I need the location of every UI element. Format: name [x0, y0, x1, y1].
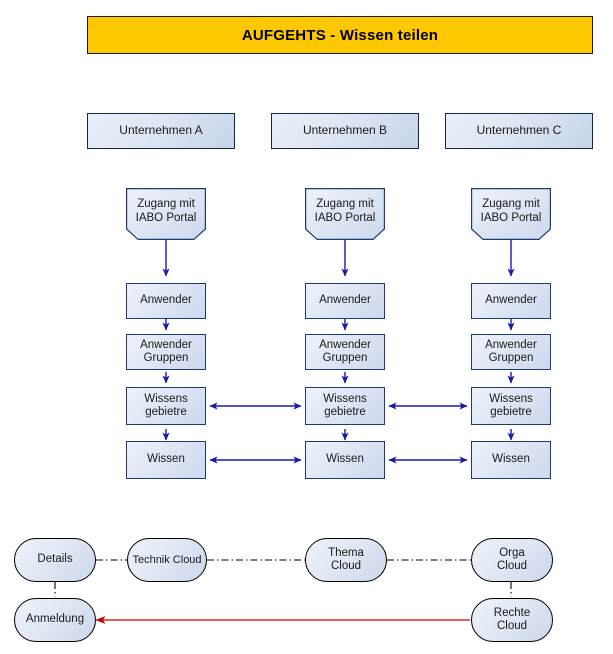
wg-a-line2: gebietre — [145, 406, 187, 418]
anwender-node-a[interactable]: Anwender — [126, 283, 206, 319]
ag-a-line2: Gruppen — [143, 352, 189, 364]
wissensgebiete-b-label: Wissens gebietre — [323, 393, 366, 419]
anwender-node-b[interactable]: Anwender — [305, 283, 385, 319]
company-box-b[interactable]: Unternehmen B — [271, 113, 419, 149]
access-b-line2: IABO Portal — [314, 212, 376, 224]
access-b-line1: Zugang mit — [316, 197, 374, 210]
pentagon-shape-icon — [126, 188, 206, 240]
wg-b-line2: gebietre — [324, 406, 366, 418]
anwender-gruppen-node-c[interactable]: Anwender Gruppen — [471, 334, 551, 370]
ag-b-line2: Gruppen — [322, 352, 368, 364]
access-line2: IABO Portal — [135, 212, 197, 224]
anwender-node-c[interactable]: Anwender — [471, 283, 551, 319]
wissensgebiete-node-b[interactable]: Wissens gebietre — [305, 387, 385, 425]
access-node-c-label: Zugang mit IABO Portal — [481, 197, 542, 232]
thema-line1: Thema — [328, 546, 364, 559]
wissen-node-c[interactable]: Wissen — [471, 441, 551, 479]
cloud-node-details[interactable]: Details — [14, 538, 96, 582]
wissensgebiete-c-label: Wissens gebietre — [489, 393, 532, 419]
thema-line2: Cloud — [330, 560, 362, 572]
cloud-node-anmeldung[interactable]: Anmeldung — [14, 598, 96, 642]
wissensgebiete-a-label: Wissens gebietre — [144, 393, 187, 419]
anwender-gruppen-a-label: Anwender Gruppen — [140, 339, 192, 365]
cloud-rechte-label: Rechte Cloud — [494, 607, 530, 633]
orga-line2: Cloud — [496, 560, 528, 572]
access-node-b[interactable]: Zugang mit IABO Portal — [305, 188, 385, 240]
ag-b-line1: Anwender — [319, 338, 371, 351]
anwender-gruppen-node-b[interactable]: Anwender Gruppen — [305, 334, 385, 370]
cloud-node-thema[interactable]: Thema Cloud — [305, 538, 387, 582]
wissensgebiete-node-c[interactable]: Wissens gebietre — [471, 387, 551, 425]
access-node-a[interactable]: Zugang mit IABO Portal — [126, 188, 206, 240]
cloud-node-orga[interactable]: Orga Cloud — [471, 538, 553, 582]
wissen-node-a[interactable]: Wissen — [126, 441, 206, 479]
access-line1: Zugang mit — [137, 197, 195, 210]
pentagon-shape-icon — [305, 188, 385, 240]
cloud-thema-label: Thema Cloud — [328, 547, 364, 573]
page-title: AUFGEHTS - Wissen teilen — [87, 16, 593, 54]
cloud-dashdot-vertical — [54, 582, 512, 597]
access-c-line2: IABO Portal — [480, 212, 542, 224]
orga-line1: Orga — [499, 546, 525, 559]
ag-a-line1: Anwender — [140, 338, 192, 351]
company-box-a[interactable]: Unternehmen A — [87, 113, 235, 149]
cloud-orga-label: Orga Cloud — [497, 547, 527, 573]
cloud-node-rechte[interactable]: Rechte Cloud — [471, 598, 553, 642]
anwender-gruppen-b-label: Anwender Gruppen — [319, 339, 371, 365]
pentagon-shape-icon — [471, 188, 551, 240]
wg-b-line1: Wissens — [323, 392, 367, 405]
rechte-line1: Rechte — [493, 606, 531, 619]
wg-c-line1: Wissens — [489, 392, 533, 405]
access-node-b-label: Zugang mit IABO Portal — [315, 197, 376, 232]
ag-c-line1: Anwender — [485, 338, 537, 351]
cloud-node-technik[interactable]: Technik Cloud — [127, 538, 207, 582]
wissen-node-b[interactable]: Wissen — [305, 441, 385, 479]
ag-c-line2: Gruppen — [488, 352, 534, 364]
anwender-gruppen-c-label: Anwender Gruppen — [485, 339, 537, 365]
company-box-c[interactable]: Unternehmen C — [445, 113, 593, 149]
wg-c-line2: gebietre — [490, 406, 532, 418]
rechte-line2: Cloud — [496, 620, 528, 632]
access-node-c[interactable]: Zugang mit IABO Portal — [471, 188, 551, 240]
access-node-a-label: Zugang mit IABO Portal — [136, 197, 197, 232]
anwender-gruppen-node-a[interactable]: Anwender Gruppen — [126, 334, 206, 370]
wg-a-line1: Wissens — [144, 392, 188, 405]
access-c-line1: Zugang mit — [482, 197, 540, 210]
wissensgebiete-node-a[interactable]: Wissens gebietre — [126, 387, 206, 425]
